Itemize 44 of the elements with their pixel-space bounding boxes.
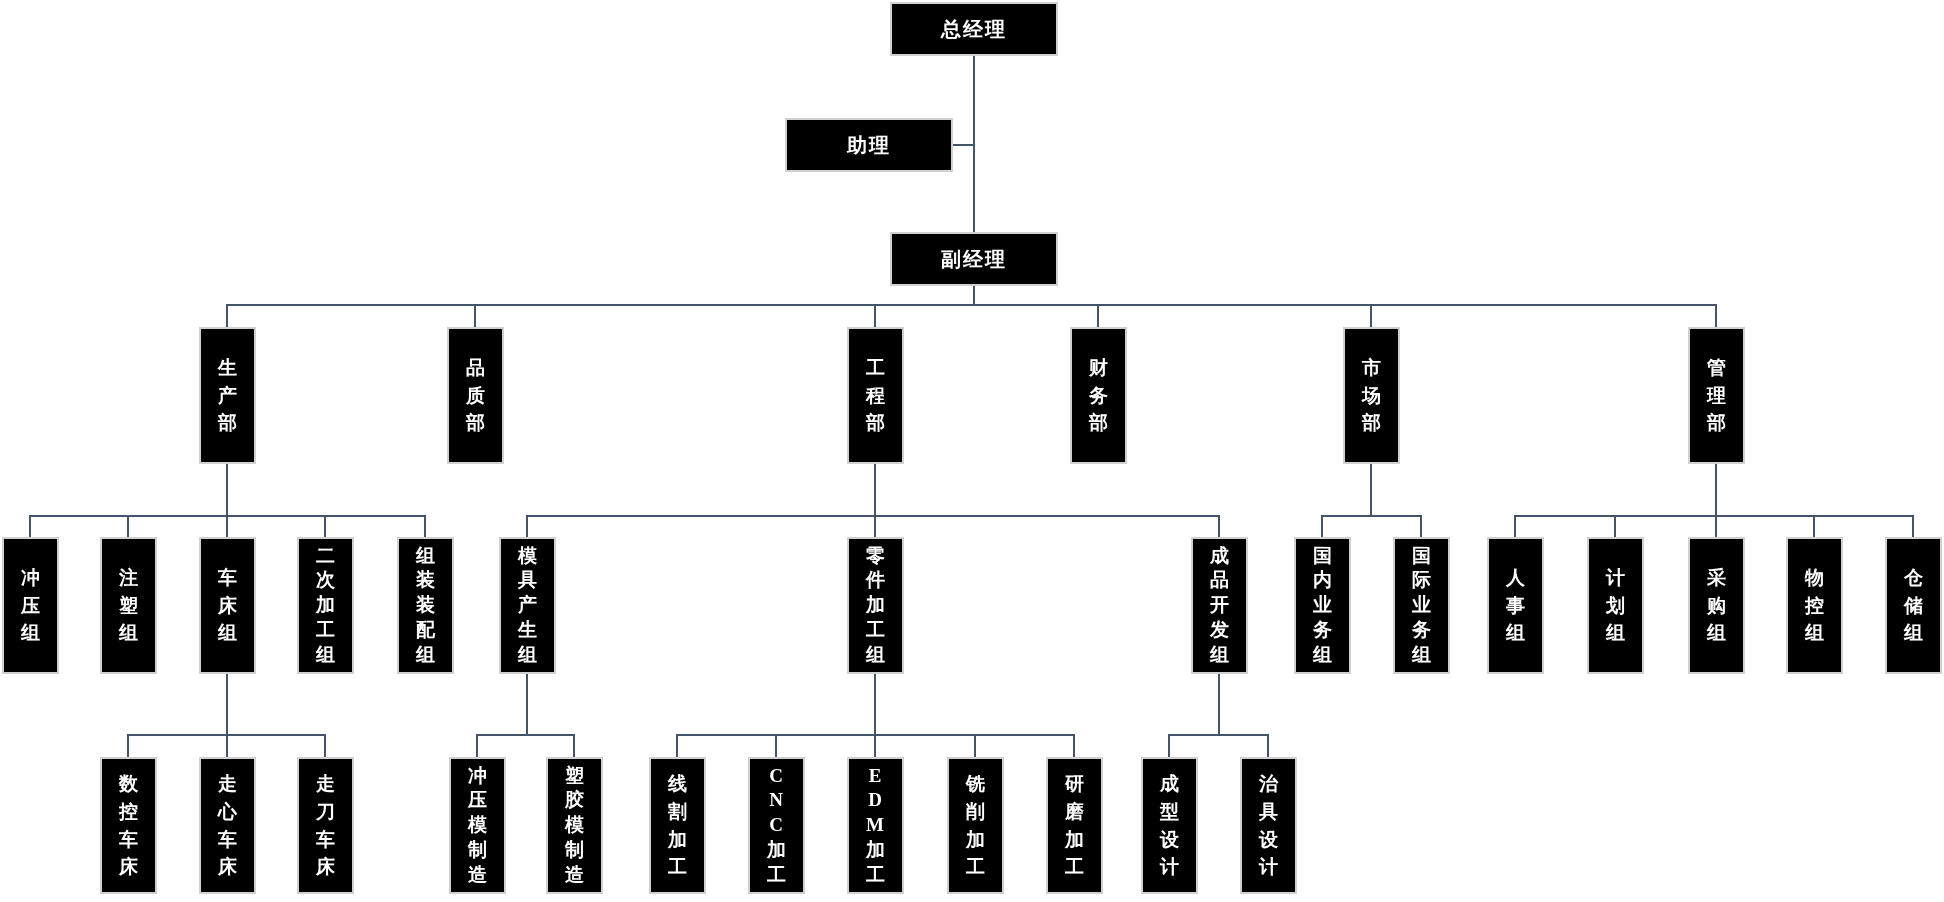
org-box: 塑胶模制造 <box>545 757 603 894</box>
connector-line <box>973 55 975 233</box>
org-box: 组装装配组 <box>396 537 454 674</box>
org-box: 注塑组 <box>99 537 157 674</box>
org-box: 物控组 <box>1785 537 1843 674</box>
org-box: 治具设计 <box>1239 757 1297 894</box>
org-box: 走心车床 <box>198 757 256 894</box>
org-box: 仓储组 <box>1884 537 1942 674</box>
org-box: 国内业务组 <box>1293 537 1351 674</box>
org-box: 零件加工组 <box>846 537 904 674</box>
org-box: 线割加工 <box>648 757 706 894</box>
org-box: 人事组 <box>1486 537 1544 674</box>
org-box: 国际业务组 <box>1392 537 1450 674</box>
org-box: CNC加工 <box>747 757 805 894</box>
org-box: 冲压组 <box>1 537 59 674</box>
org-box: 市场部 <box>1342 327 1400 464</box>
connector-line <box>1715 463 1914 538</box>
org-box: 副经理 <box>890 232 1058 286</box>
connector-line <box>1370 463 1422 538</box>
connector-line <box>1218 673 1269 758</box>
org-box: 财务部 <box>1069 327 1127 464</box>
org-box: 模具产生组 <box>498 537 556 674</box>
connector-line <box>526 673 575 758</box>
org-box: 计划组 <box>1586 537 1644 674</box>
org-box: 走刀车床 <box>296 757 354 894</box>
org-box: 品质部 <box>446 327 504 464</box>
org-box: EDM加工 <box>846 757 904 894</box>
org-box: 研磨加工 <box>1045 757 1103 894</box>
org-box: 铣削加工 <box>946 757 1004 894</box>
connector-line <box>874 673 1075 758</box>
org-box: 车床组 <box>198 537 256 674</box>
org-box: 管理部 <box>1687 327 1745 464</box>
org-box: 成型设计 <box>1140 757 1198 894</box>
org-box: 生产部 <box>198 327 256 464</box>
org-box: 工程部 <box>846 327 904 464</box>
connector-line <box>226 673 326 758</box>
connector-line <box>226 463 426 538</box>
org-box: 冲压模制造 <box>448 757 506 894</box>
org-box: 二次加工组 <box>296 537 354 674</box>
org-box: 助理 <box>785 118 953 172</box>
org-box: 采购组 <box>1687 537 1745 674</box>
org-box: 成品开发组 <box>1190 537 1248 674</box>
org-box: 总经理 <box>890 2 1058 56</box>
org-box: 数控车床 <box>99 757 157 894</box>
